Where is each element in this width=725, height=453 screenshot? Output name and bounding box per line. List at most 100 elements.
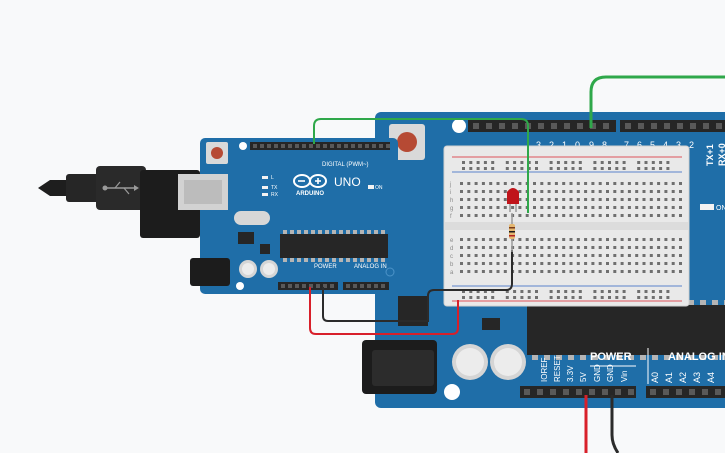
breadboard-hole[interactable] <box>503 190 507 193</box>
header-pin-hole[interactable] <box>281 284 285 288</box>
rail-hole[interactable] <box>535 167 538 170</box>
rail-hole[interactable] <box>622 290 626 293</box>
breadboard-hole[interactable] <box>576 238 580 241</box>
rail-hole[interactable] <box>469 161 473 164</box>
breadboard-hole[interactable] <box>679 246 682 249</box>
rail-hole[interactable] <box>491 161 495 164</box>
breadboard-hole[interactable] <box>547 214 551 217</box>
rail-hole[interactable] <box>571 296 575 299</box>
header-pin-hole[interactable] <box>323 284 327 288</box>
header-pin-hole[interactable] <box>524 389 530 395</box>
breadboard-hole[interactable] <box>649 190 653 193</box>
rail-hole[interactable] <box>535 161 538 164</box>
breadboard-hole[interactable] <box>649 238 653 241</box>
breadboard-hole[interactable] <box>533 238 536 241</box>
breadboard-hole[interactable] <box>635 246 639 249</box>
breadboard-hole[interactable] <box>671 246 675 249</box>
header-pin-hole[interactable] <box>288 144 292 148</box>
breadboard-hole[interactable] <box>576 182 580 185</box>
breadboard-hole[interactable] <box>467 198 471 201</box>
header-pin-hole[interactable] <box>309 284 313 288</box>
small-arduino-uno[interactable]: DIGITAL (PWM~) ARDUINO UNO ON L TX RX <box>38 138 398 294</box>
breadboard-hole[interactable] <box>620 238 624 241</box>
breadboard-hole[interactable] <box>598 238 602 241</box>
breadboard-hole[interactable] <box>679 198 682 201</box>
rail-hole[interactable] <box>556 290 560 293</box>
rail-hole[interactable] <box>659 161 663 164</box>
breadboard-hole[interactable] <box>554 206 558 209</box>
breadboard-hole[interactable] <box>627 262 631 265</box>
rail-hole[interactable] <box>593 167 597 170</box>
breadboard-hole[interactable] <box>642 238 646 241</box>
breadboard-hole[interactable] <box>489 214 493 217</box>
breadboard-hole[interactable] <box>642 270 646 273</box>
breadboard-hole[interactable] <box>635 254 639 257</box>
breadboard-hole[interactable] <box>460 190 463 193</box>
breadboard-hole[interactable] <box>671 238 675 241</box>
breadboard-hole[interactable] <box>620 206 624 209</box>
header-pin-hole[interactable] <box>302 144 306 148</box>
breadboard-hole[interactable] <box>533 182 536 185</box>
breadboard-hole[interactable] <box>620 246 624 249</box>
header-pin-hole[interactable] <box>651 123 657 129</box>
breadboard-hole[interactable] <box>613 190 617 193</box>
rail-hole[interactable] <box>520 290 524 293</box>
breadboard-hole[interactable] <box>518 190 522 193</box>
breadboard-hole[interactable] <box>489 182 493 185</box>
header-pin-hole[interactable] <box>353 284 357 288</box>
rail-hole[interactable] <box>549 161 553 164</box>
breadboard-hole[interactable] <box>467 262 471 265</box>
breadboard-hole[interactable] <box>679 214 682 217</box>
breadboard-hole[interactable] <box>554 190 558 193</box>
rail-hole[interactable] <box>571 167 575 170</box>
breadboard-hole[interactable] <box>518 246 522 249</box>
rail-hole[interactable] <box>608 296 611 299</box>
breadboard-hole[interactable] <box>642 246 646 249</box>
breadboard-hole[interactable] <box>620 198 624 201</box>
breadboard-hole[interactable] <box>598 254 602 257</box>
breadboard-hole[interactable] <box>606 254 609 257</box>
breadboard-hole[interactable] <box>627 190 631 193</box>
breadboard-hole[interactable] <box>606 246 609 249</box>
breadboard-hole[interactable] <box>554 262 558 265</box>
header-pin-hole[interactable] <box>603 123 609 129</box>
breadboard-hole[interactable] <box>460 214 463 217</box>
breadboard-hole[interactable] <box>569 198 573 201</box>
breadboard-hole[interactable] <box>613 198 617 201</box>
breadboard-hole[interactable] <box>657 262 661 265</box>
breadboard-hole[interactable] <box>533 262 536 265</box>
breadboard-hole[interactable] <box>554 270 558 273</box>
breadboard-hole[interactable] <box>474 238 478 241</box>
header-pin-hole[interactable] <box>512 123 518 129</box>
breadboard-hole[interactable] <box>496 206 500 209</box>
header-pin-hole[interactable] <box>346 284 350 288</box>
header-pin-hole[interactable] <box>330 144 334 148</box>
rail-hole[interactable] <box>513 290 517 293</box>
rail-hole[interactable] <box>615 167 619 170</box>
breadboard-hole[interactable] <box>540 190 544 193</box>
rail-hole[interactable] <box>600 296 604 299</box>
breadboard-hole[interactable] <box>474 206 478 209</box>
header-pin-hole[interactable] <box>473 123 479 129</box>
breadboard-hole[interactable] <box>547 182 551 185</box>
breadboard-hole[interactable] <box>679 270 682 273</box>
header-pin-hole[interactable] <box>602 389 608 395</box>
breadboard-hole[interactable] <box>554 198 558 201</box>
header-pin-hole[interactable] <box>367 284 371 288</box>
breadboard-hole[interactable] <box>496 190 500 193</box>
rail-hole[interactable] <box>483 167 487 170</box>
breadboard-hole[interactable] <box>496 270 500 273</box>
breadboard-hole[interactable] <box>591 270 595 273</box>
rail-hole[interactable] <box>651 290 655 293</box>
breadboard-hole[interactable] <box>620 254 624 257</box>
green-wire-small[interactable] <box>313 118 529 213</box>
breadboard-hole[interactable] <box>584 238 588 241</box>
rail-hole[interactable] <box>564 161 568 164</box>
breadboard-hole[interactable] <box>642 190 646 193</box>
rail-hole[interactable] <box>535 290 538 293</box>
breadboard-hole[interactable] <box>576 254 580 257</box>
header-pin-hole[interactable] <box>538 123 544 129</box>
breadboard-hole[interactable] <box>554 246 558 249</box>
breadboard-hole[interactable] <box>642 214 646 217</box>
breadboard-hole[interactable] <box>540 206 544 209</box>
